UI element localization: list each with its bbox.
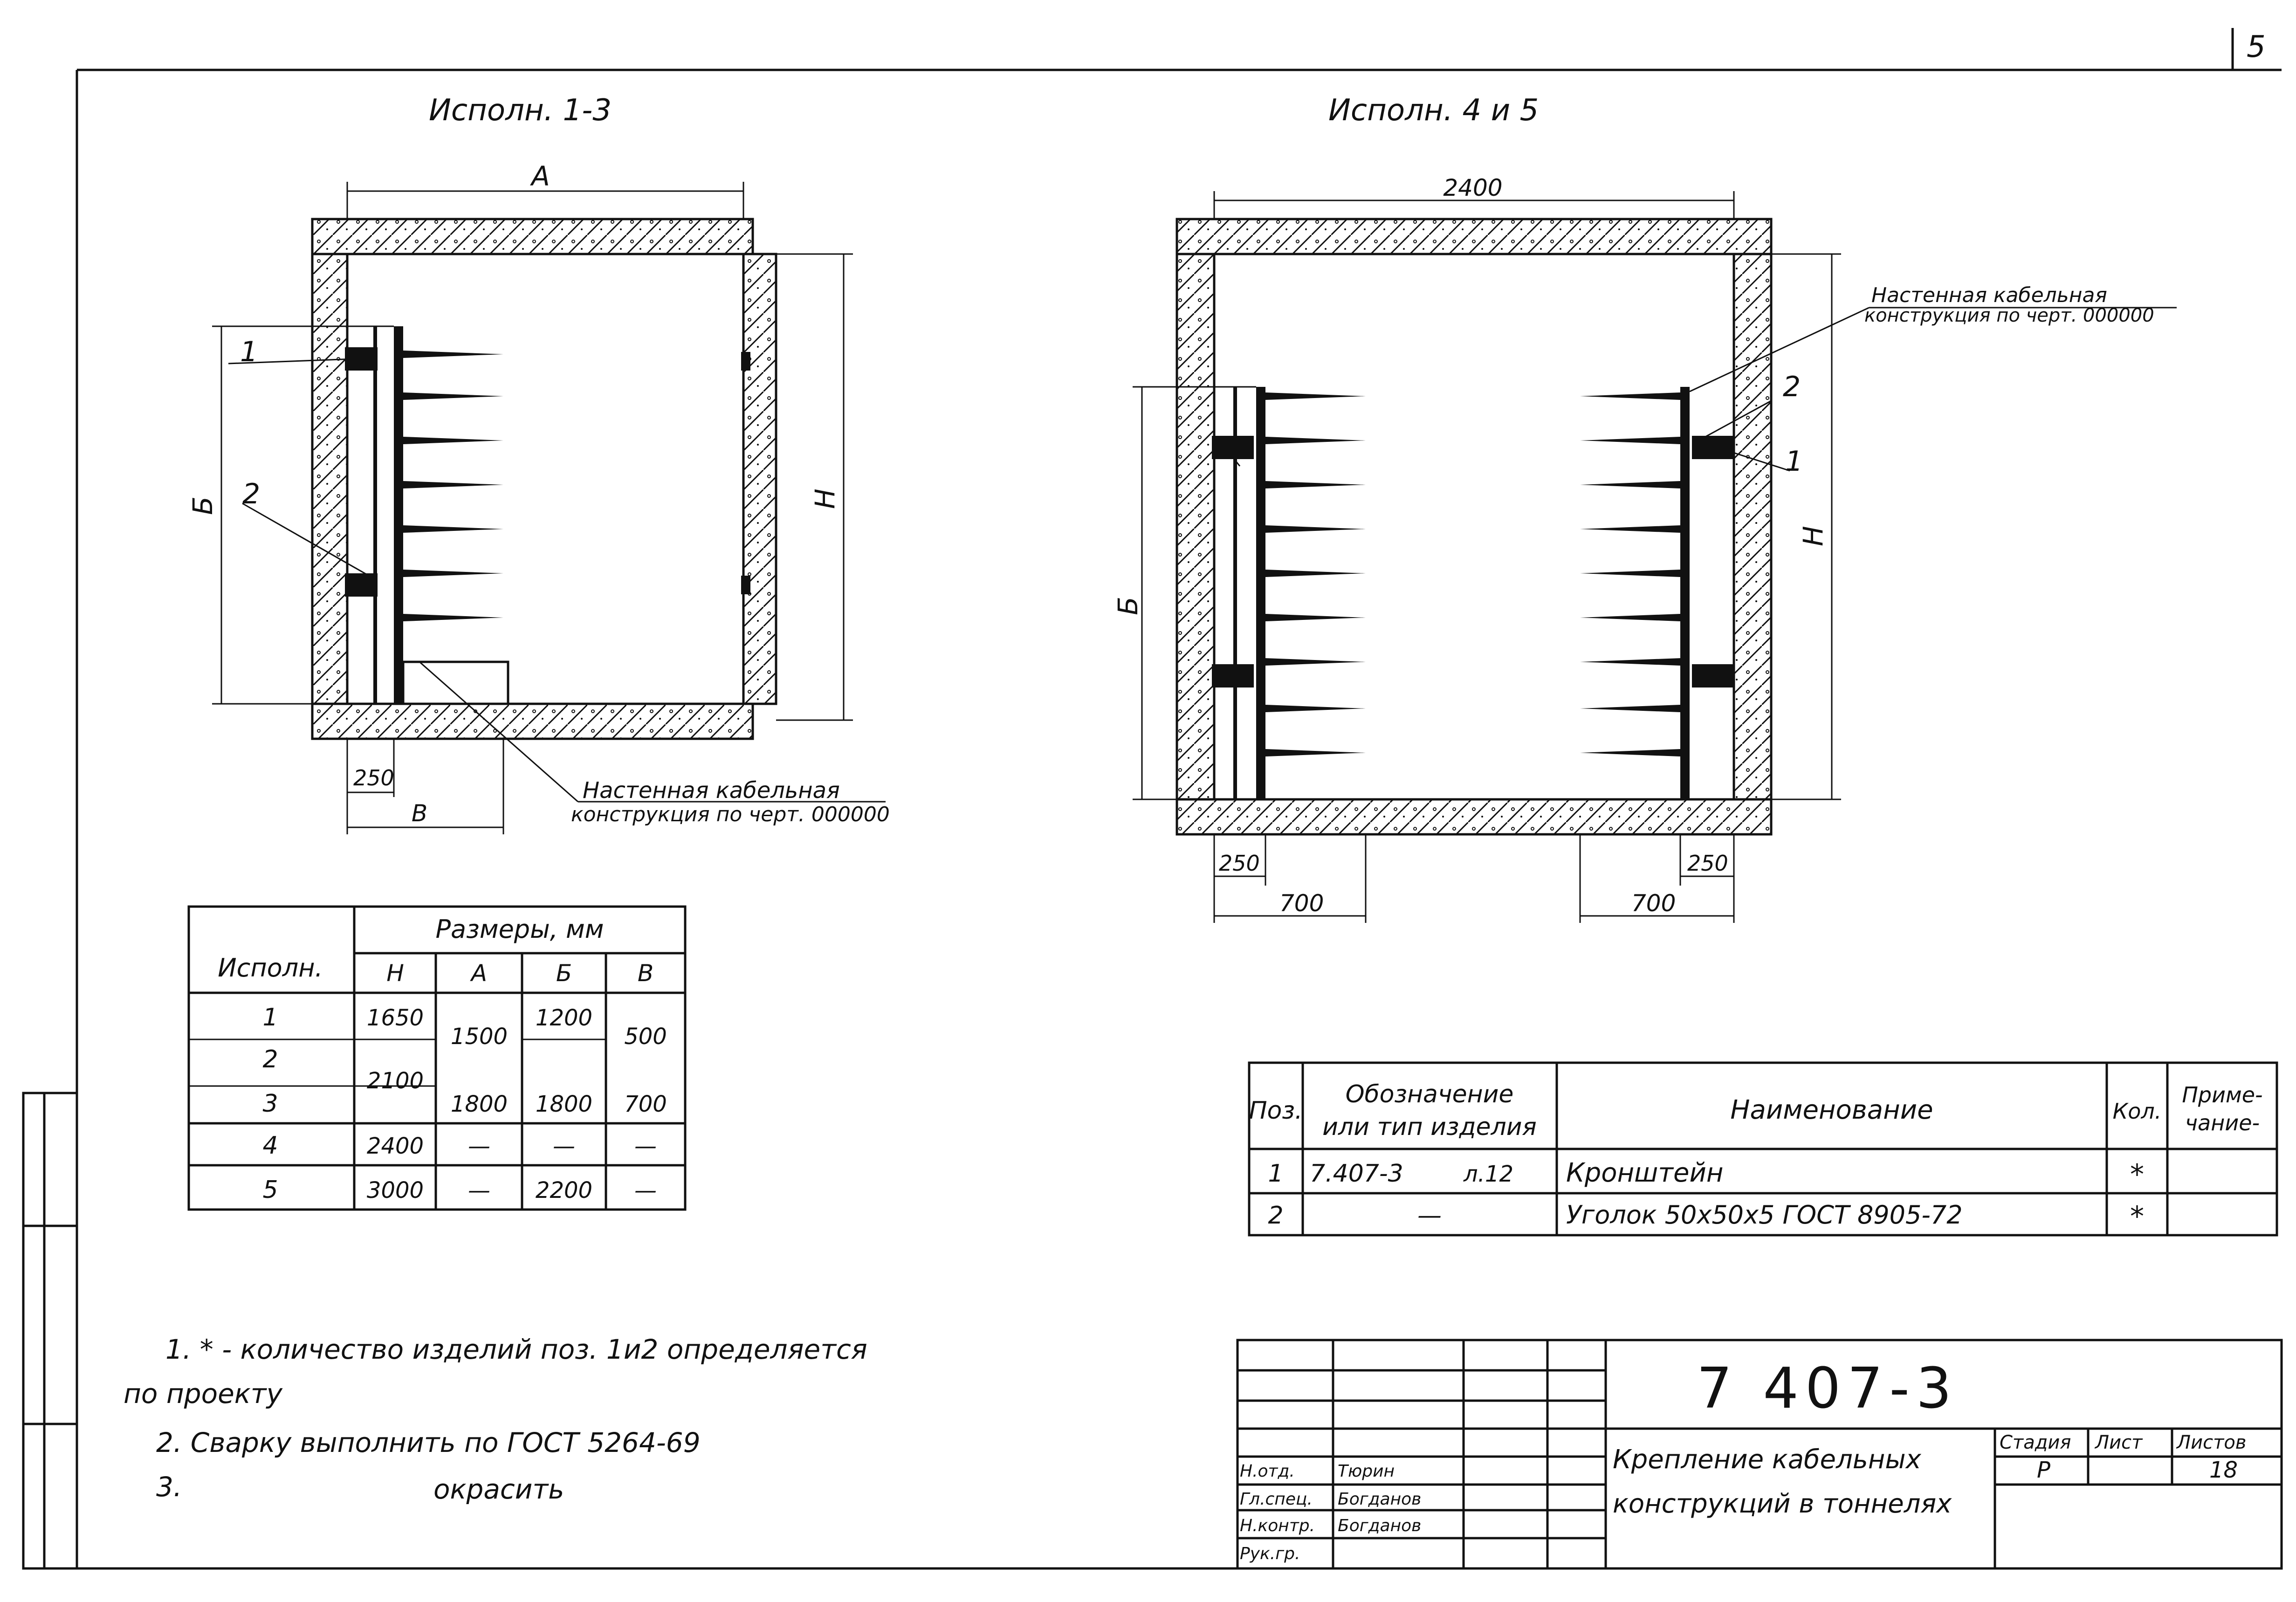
signer-name: Тюрин [1338, 1462, 1395, 1481]
spec-row-name: Уголок 50х50х5 ГОСТ 8905-72 [1566, 1200, 1963, 1230]
dimensions-table [187, 905, 687, 1211]
callout-2-right: 2 [1783, 371, 1801, 403]
spec-row-qty: * [2130, 1200, 2144, 1233]
dims-cell: — [553, 1133, 575, 1159]
note-3a: 3. [156, 1471, 182, 1503]
spec-row-qty: * [2130, 1158, 2144, 1191]
right-view-left-brackets [1265, 392, 1366, 756]
dims-cell: 3000 [367, 1177, 424, 1203]
dims-col-b: Б [556, 960, 572, 987]
right-view-right-brackets [1580, 392, 1680, 756]
side-stamp-strip [22, 1092, 78, 1570]
sheet-number: 5 [2247, 30, 2266, 64]
spec-row-designation: 7.407-3 [1310, 1160, 1403, 1188]
callout-2-left: 2 [242, 478, 260, 510]
spec-header-designation-1: Обозначение [1346, 1080, 1514, 1108]
dims-cell: 1500 [451, 1024, 508, 1050]
right-note-line1: Настенная кабельная [1871, 283, 2107, 307]
dim-v-label: В [412, 800, 427, 827]
spec-header-designation-2: или тип изделия [1322, 1113, 1537, 1141]
sheet-label: Лист [2094, 1432, 2143, 1453]
specification-table [1248, 1061, 2278, 1237]
dim-250-label: 250 [353, 765, 394, 791]
dim-b-label: Б [187, 496, 219, 515]
spec-header-note-2: чание- [2185, 1110, 2260, 1135]
dim-250-left-label: 250 [1219, 851, 1260, 876]
spec-header-name: Наименование [1730, 1095, 1933, 1125]
spec-header-pos: Поз. [1249, 1097, 1302, 1125]
right-tunnel-section [1175, 218, 1773, 836]
dim-700-right-label: 700 [1631, 890, 1676, 917]
dim-2400-label: 2400 [1443, 174, 1502, 201]
dims-cell: 2100 [367, 1068, 424, 1094]
dims-col-ispoln: Исполн. [218, 953, 323, 983]
note-1: 1. * - количество изделий поз. 1и2 опред… [165, 1334, 867, 1365]
note-2: 2. Сварку выполнить по ГОСТ 5264-69 [156, 1427, 701, 1458]
callout-1-right: 1 [1785, 445, 1803, 478]
dims-col-a: А [470, 960, 487, 987]
title-block [1236, 1339, 2283, 1570]
dims-group-header: Размеры, мм [435, 914, 604, 944]
dim-250-right-label: 250 [1687, 851, 1728, 876]
dim-b-right-label: Б [1112, 597, 1144, 615]
sheets-label: Листов [2176, 1432, 2246, 1453]
spec-row-designation: — [1417, 1202, 1442, 1230]
dim-a-label: А [529, 160, 550, 192]
dims-row-label: 5 [262, 1176, 278, 1204]
dims-cell: — [634, 1133, 657, 1159]
dims-cell: 2200 [536, 1177, 592, 1203]
title-line-1: Крепление кабельных [1613, 1444, 1922, 1475]
sheets-value: 18 [2209, 1457, 2238, 1483]
dims-cell: 700 [624, 1091, 667, 1117]
role-label: Н.отд. [1240, 1462, 1295, 1481]
dims-cell: 1800 [451, 1091, 508, 1117]
dims-cell: — [468, 1133, 490, 1159]
stage-label: Стадия [2000, 1432, 2071, 1453]
doc-number: 7 407-3 [1697, 1356, 1958, 1421]
dims-cell: 1200 [536, 1005, 592, 1031]
note-3b: окрасить [433, 1473, 564, 1505]
signer-name: Богданов [1338, 1516, 1421, 1535]
role-label: Н.контр. [1240, 1516, 1315, 1535]
left-view-title: Исполн. 1-3 [429, 93, 612, 128]
dims-col-h: Н [386, 960, 404, 987]
left-note-line1: Настенная кабельная [583, 777, 840, 804]
dims-row-label: 4 [262, 1132, 278, 1160]
spec-row-pos: 1 [1268, 1160, 1283, 1188]
note-1b: по проекту [124, 1378, 283, 1409]
dim-h-right-label: Н [1797, 526, 1829, 546]
role-label: Гл.спец. [1240, 1490, 1313, 1509]
dims-cell: 2400 [367, 1133, 424, 1159]
spec-row-pos: 2 [1268, 1202, 1283, 1230]
right-note-line2: конструкция по черт. 000000 [1864, 305, 2154, 326]
dims-cell: — [468, 1177, 490, 1203]
right-view-title: Исполн. 4 и 5 [1328, 93, 1539, 128]
dims-cell: 1800 [536, 1091, 592, 1117]
dims-cell: 1650 [367, 1005, 424, 1031]
dim-h-label: Н [809, 488, 841, 509]
dims-row-label: 1 [262, 1004, 278, 1031]
dim-700-left-label: 700 [1279, 890, 1324, 917]
spec-row-sheet: л.12 [1463, 1161, 1513, 1187]
right-dimensions [1133, 191, 2177, 923]
title-line-2: конструкций в тоннелях [1613, 1489, 1952, 1519]
signer-name: Богданов [1338, 1490, 1421, 1509]
stage-value: Р [2037, 1457, 2050, 1483]
dims-row-label: 2 [262, 1045, 278, 1073]
callout-1-left: 1 [240, 336, 258, 368]
dims-cell: — [634, 1177, 657, 1203]
left-note-line2: конструкция по черт. 000000 [571, 803, 890, 826]
dims-row-label: 3 [262, 1090, 278, 1118]
dims-cell: 500 [624, 1024, 667, 1050]
spec-row-name: Кронштейн [1566, 1158, 1724, 1188]
spec-header-note-1: Приме- [2182, 1082, 2262, 1107]
dims-col-v: В [638, 960, 653, 987]
role-label: Рук.гр. [1240, 1544, 1300, 1563]
spec-header-qty: Кол. [2113, 1099, 2162, 1124]
left-tunnel-section [311, 218, 777, 740]
left-cable-brackets [403, 351, 503, 621]
left-dimensions [212, 182, 886, 834]
